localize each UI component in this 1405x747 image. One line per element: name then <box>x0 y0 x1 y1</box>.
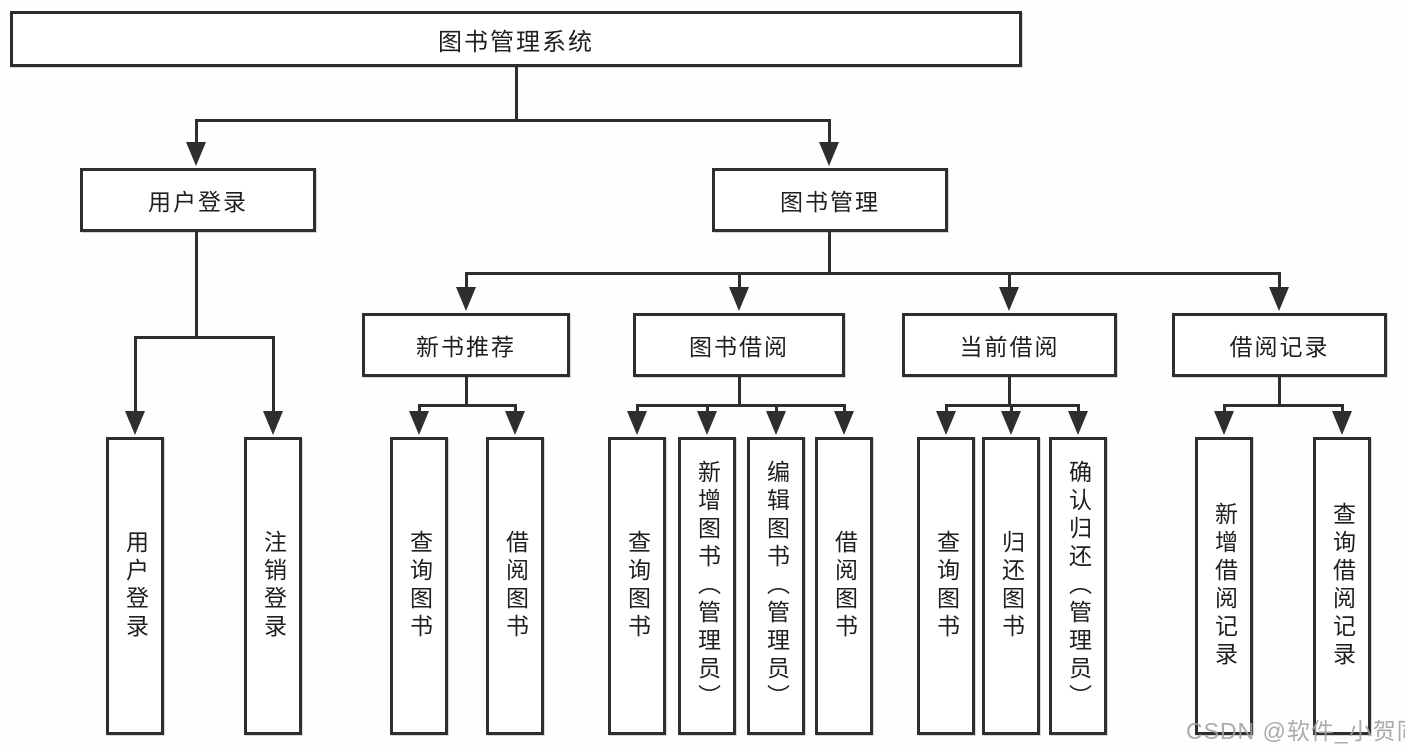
node-label: 借阅图书 <box>831 530 858 642</box>
connector-line <box>195 121 198 143</box>
arrowhead-down-icon <box>1068 411 1088 435</box>
connector-line <box>738 377 741 406</box>
node-book-management: 图书管理 <box>712 168 948 232</box>
node-label: 用户登录 <box>122 530 149 642</box>
arrowhead-down-icon <box>936 411 956 435</box>
node-label: 查询借阅记录 <box>1329 502 1356 670</box>
arrowhead-down-icon <box>697 411 717 435</box>
node-label: 新增借阅记录 <box>1211 502 1238 670</box>
arrowhead-down-icon <box>125 411 145 435</box>
arrowhead-down-icon <box>766 411 786 435</box>
arrowhead-down-icon <box>1001 411 1021 435</box>
node-label: 查询图书 <box>624 530 651 642</box>
node-current-return-books: 归还图书 <box>982 437 1040 735</box>
node-label: 查询图书 <box>933 530 960 642</box>
connector-line <box>515 67 518 120</box>
node-borrowing-edit-books-admin: 编辑图书（管理员） <box>747 437 805 735</box>
connector-line <box>945 404 1080 407</box>
connector-line <box>1278 274 1281 290</box>
node-label: 新增图书（管理员） <box>694 460 721 712</box>
connector-line <box>636 406 639 414</box>
node-new-book-recommendation: 新书推荐 <box>362 313 570 377</box>
connector-line <box>945 406 948 414</box>
arrowhead-down-icon <box>505 411 525 435</box>
node-label: 查询图书 <box>406 530 433 642</box>
node-library-management-system: 图书管理系统 <box>10 11 1022 67</box>
node-label: 归还图书 <box>998 530 1025 642</box>
node-records-query-record: 查询借阅记录 <box>1313 437 1371 735</box>
arrowhead-down-icon <box>1214 411 1234 435</box>
node-recommend-borrow-books: 借阅图书 <box>486 437 544 735</box>
connector-line <box>134 336 275 339</box>
connector-line <box>195 232 198 338</box>
node-borrowing-add-books-admin: 新增图书（管理员） <box>678 437 736 735</box>
connector-line <box>465 274 468 290</box>
node-borrowing-query-books: 查询图书 <box>608 437 666 735</box>
connector-line <box>828 232 831 273</box>
node-current-borrowing: 当前借阅 <box>902 313 1117 377</box>
node-user-login-leaf: 用户登录 <box>106 437 164 735</box>
arrowhead-down-icon <box>729 287 749 311</box>
connector-line <box>1008 377 1011 406</box>
connector-line <box>195 119 831 122</box>
connector-line <box>465 272 1281 275</box>
connector-line <box>1008 274 1011 290</box>
connector-line <box>738 274 741 290</box>
connector-line <box>272 338 275 412</box>
node-label: 注销登录 <box>260 530 287 642</box>
node-recommend-query-books: 查询图书 <box>390 437 448 735</box>
connector-line <box>706 406 709 414</box>
connector-line <box>1223 406 1226 414</box>
node-logout: 注销登录 <box>244 437 302 735</box>
arrowhead-down-icon <box>627 411 647 435</box>
connector-line <box>1223 404 1344 407</box>
connector-line <box>514 406 517 414</box>
node-current-query-books: 查询图书 <box>917 437 975 735</box>
arrowhead-down-icon <box>186 142 206 166</box>
arrowhead-down-icon <box>409 411 429 435</box>
arrowhead-down-icon <box>1269 287 1289 311</box>
connector-line <box>134 338 137 412</box>
connector-line <box>465 377 468 406</box>
connector-line <box>843 406 846 414</box>
watermark-csdn: CSDN @软件_小贺同学 <box>1186 718 1405 744</box>
connector-line <box>828 121 831 143</box>
connector-line <box>418 406 421 414</box>
connector-line <box>1010 406 1013 414</box>
connector-line <box>1278 377 1281 406</box>
connector-line <box>636 404 846 407</box>
arrowhead-down-icon <box>456 287 476 311</box>
node-user-login: 用户登录 <box>80 168 316 232</box>
arrowhead-down-icon <box>263 411 283 435</box>
node-borrowing-borrow-books: 借阅图书 <box>815 437 873 735</box>
node-borrowing-records: 借阅记录 <box>1172 313 1387 377</box>
arrowhead-down-icon <box>1332 411 1352 435</box>
node-book-borrowing: 图书借阅 <box>633 313 845 377</box>
connector-line <box>1341 406 1344 414</box>
node-label: 编辑图书（管理员） <box>763 460 790 712</box>
node-label: 借阅图书 <box>502 530 529 642</box>
connector-line <box>1077 406 1080 414</box>
arrowhead-down-icon <box>834 411 854 435</box>
connector-line <box>418 404 517 407</box>
node-records-add-record: 新增借阅记录 <box>1195 437 1253 735</box>
arrowhead-down-icon <box>819 142 839 166</box>
connector-line <box>775 406 778 414</box>
node-current-confirm-return-admin: 确认归还（管理员） <box>1049 437 1107 735</box>
node-label: 确认归还（管理员） <box>1065 460 1092 712</box>
arrowhead-down-icon <box>999 287 1019 311</box>
